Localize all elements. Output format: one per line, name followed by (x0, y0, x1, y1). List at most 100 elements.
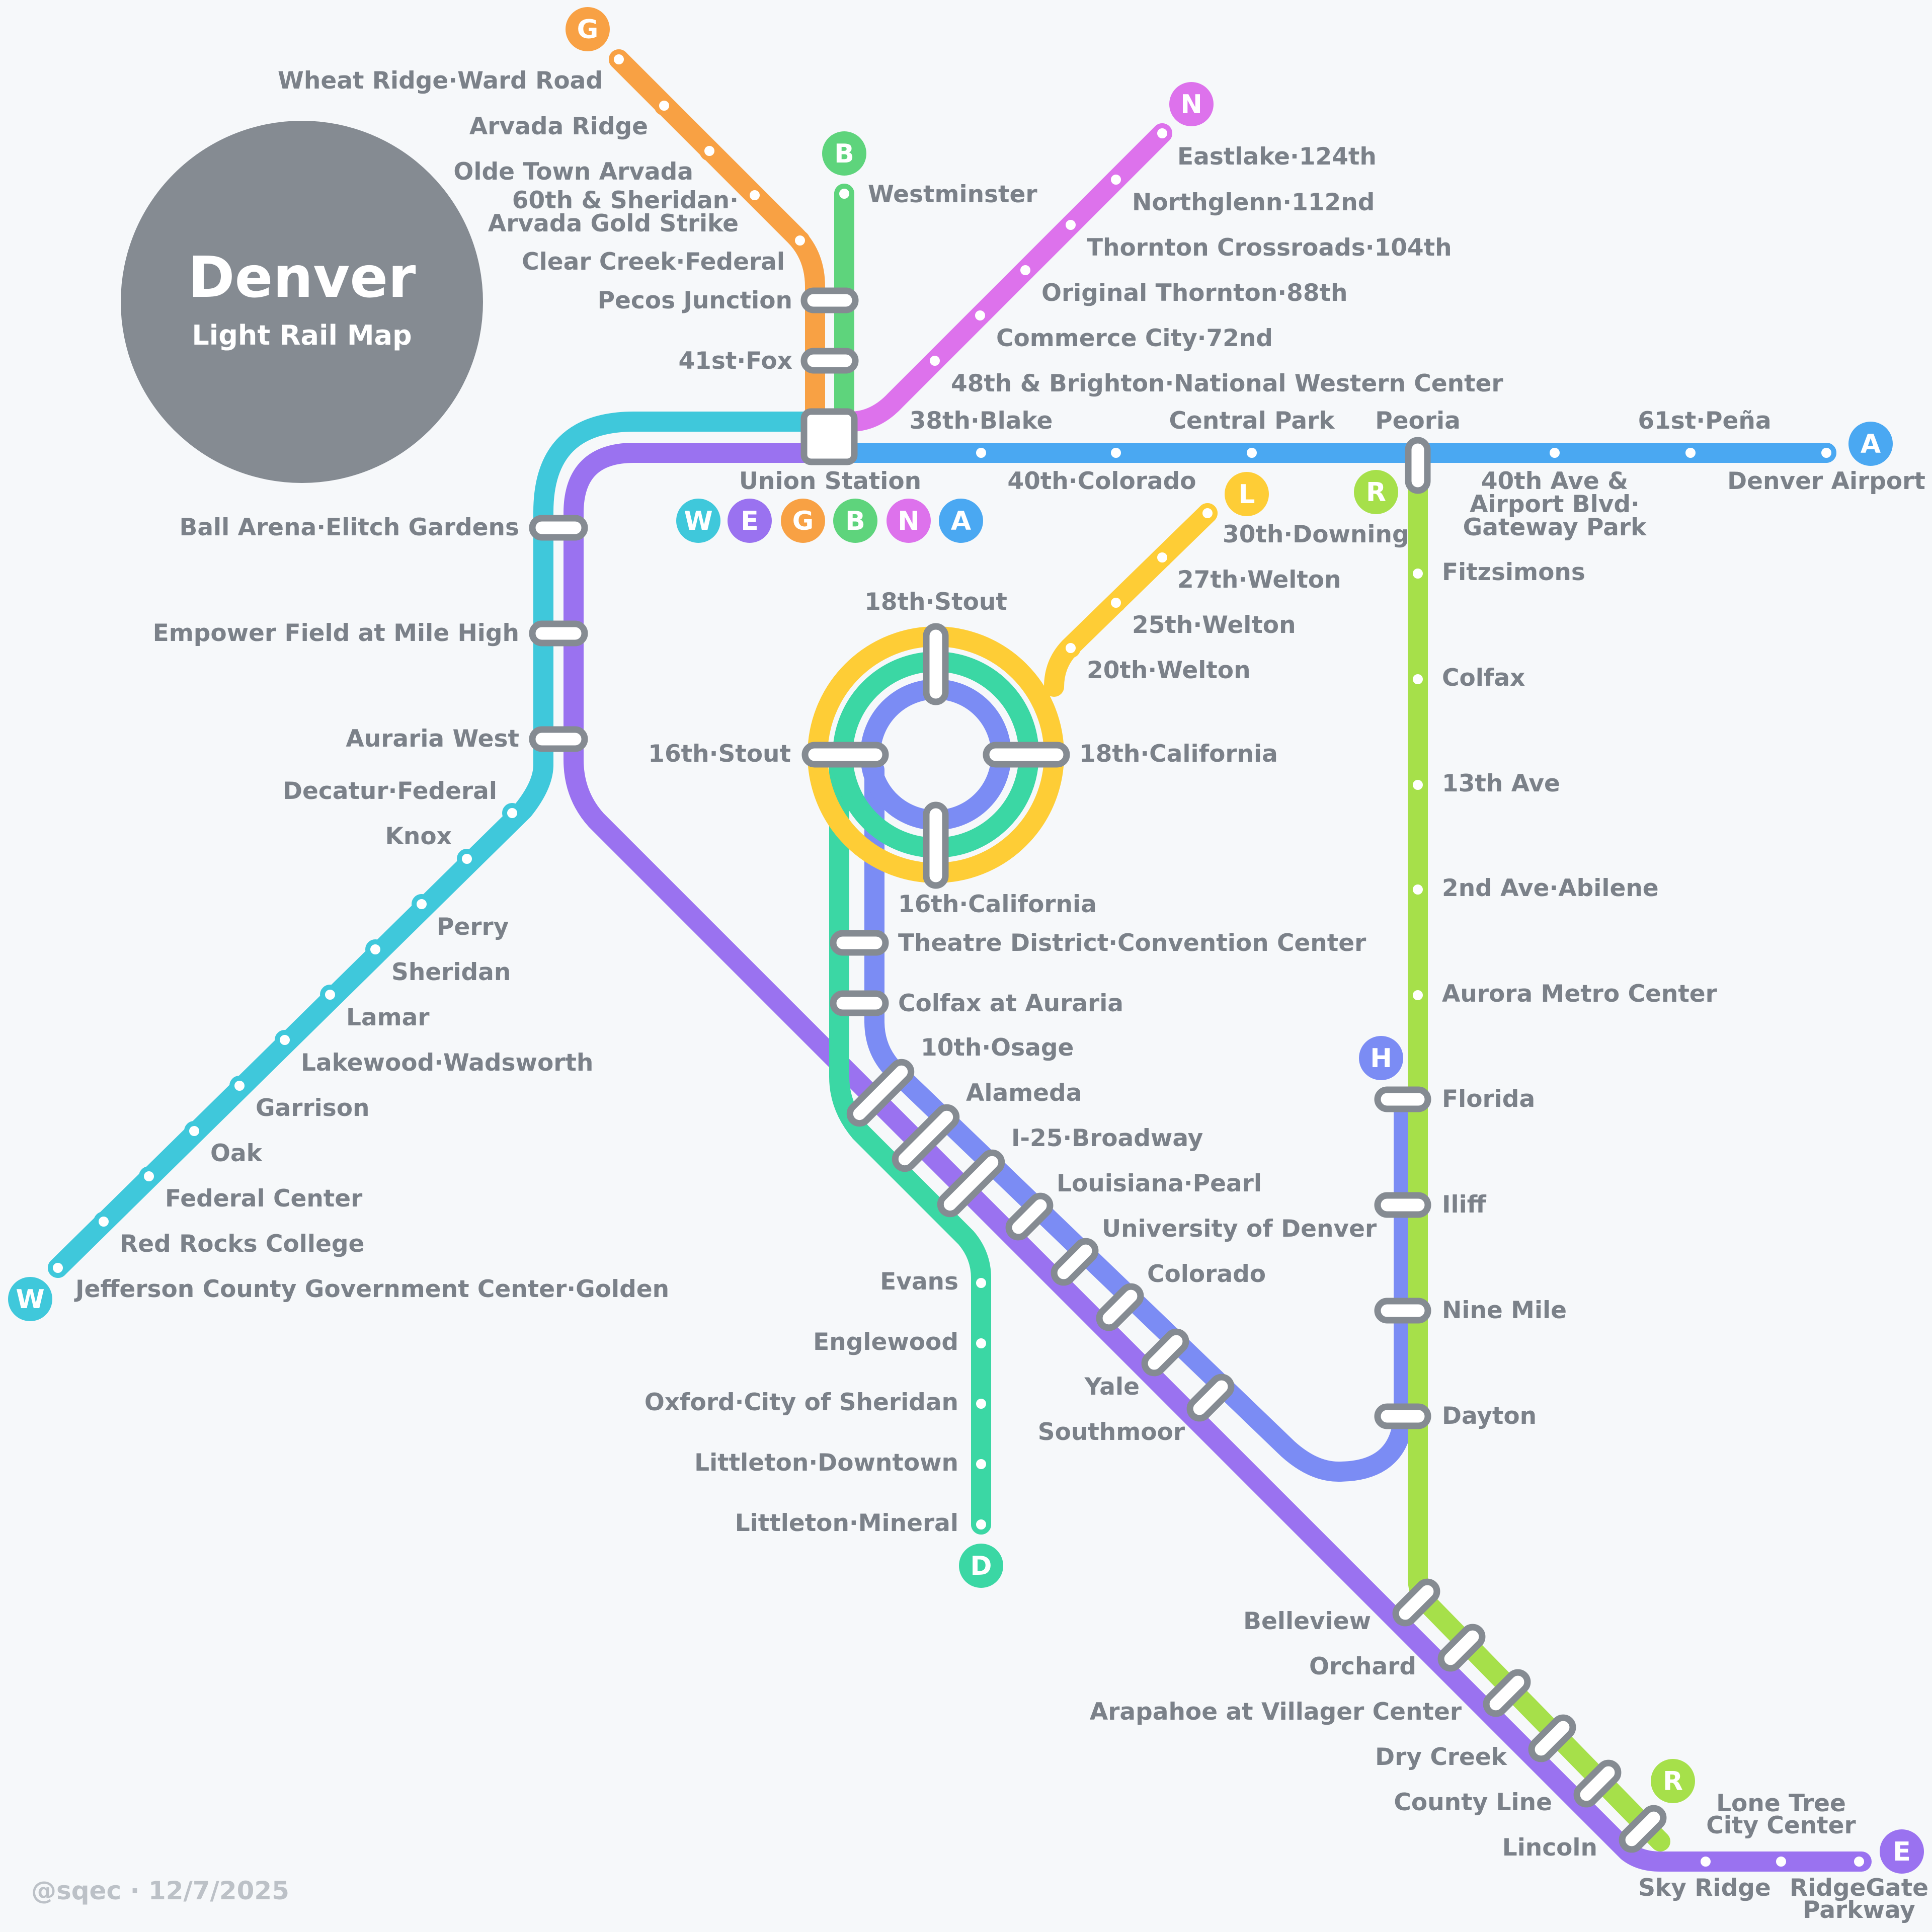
station-label[interactable]: Evans (880, 1268, 958, 1296)
station-dot[interactable] (139, 1166, 159, 1186)
station-label[interactable]: Northglenn·112nd (1132, 189, 1375, 216)
station-label[interactable]: Lakewood·Wadsworth (301, 1049, 593, 1077)
station-label[interactable]: Fitzsimons (1442, 558, 1585, 586)
station-label[interactable]: Knox (385, 823, 452, 850)
station-dot[interactable] (925, 351, 945, 371)
station-dot[interactable] (229, 1076, 250, 1096)
union-badge-A[interactable]: A (939, 499, 983, 543)
station-dot[interactable] (412, 894, 432, 914)
interchange-dry-creek[interactable] (1527, 1714, 1577, 1763)
station-dot[interactable] (1408, 669, 1428, 689)
line-badge-B[interactable]: B (822, 131, 866, 176)
line-badge-W[interactable]: W (8, 1277, 52, 1321)
interchange-peoria[interactable] (1405, 437, 1431, 494)
station-dot[interactable] (320, 985, 340, 1005)
station-label[interactable]: City Center (1706, 1812, 1856, 1839)
station-dot[interactable] (1771, 1852, 1791, 1872)
station-dot[interactable] (654, 96, 674, 116)
station-dot[interactable] (1152, 547, 1172, 568)
line-badge-D[interactable]: D (959, 1544, 1003, 1588)
interchange-union-station[interactable] (800, 408, 858, 465)
station-label[interactable]: 13th Ave (1442, 770, 1560, 797)
station-label[interactable]: Louisiana·Pearl (1057, 1170, 1262, 1197)
station-label[interactable]: 30th·Downing (1223, 521, 1409, 548)
station-label[interactable]: Ball Arena·Elitch Gardens (180, 514, 520, 541)
station-dot[interactable] (1680, 443, 1701, 463)
station-label[interactable]: 48th & Brighton·National Western Center (951, 370, 1503, 397)
station-label[interactable]: Empower Field at Mile High (153, 619, 519, 647)
interchange-dayton[interactable] (1374, 1403, 1431, 1429)
interchange-orchard[interactable] (1437, 1623, 1486, 1672)
station-label[interactable]: Oxford·City of Sheridan (645, 1389, 958, 1416)
station-label[interactable]: Southmoor (1038, 1418, 1185, 1446)
station-label[interactable]: Gateway Park (1463, 514, 1647, 541)
union-badge-N[interactable]: N (887, 499, 931, 543)
station-label[interactable]: Red Rocks College (120, 1230, 364, 1258)
union-badge-W[interactable]: W (676, 499, 720, 543)
station-label[interactable]: Arapahoe at Villager Center (1090, 1698, 1462, 1726)
station-dot[interactable] (1106, 443, 1126, 463)
station-label[interactable]: 2nd Ave·Abilene (1442, 874, 1659, 902)
station-label[interactable]: Nine Mile (1442, 1297, 1567, 1324)
station-dot[interactable] (699, 141, 719, 161)
station-label[interactable]: County Line (1394, 1789, 1552, 1816)
station-dot[interactable] (1696, 1852, 1716, 1872)
station-label[interactable]: Eastlake·124th (1177, 143, 1377, 171)
station-label[interactable]: Peoria (1375, 407, 1461, 435)
station-label[interactable]: Parkway (1803, 1896, 1915, 1924)
union-badge-B[interactable]: B (833, 499, 877, 543)
station-label[interactable]: Arvada Ridge (469, 113, 648, 140)
interchange-empower-field[interactable] (529, 620, 588, 647)
station-label[interactable]: Colfax (1442, 664, 1525, 692)
station-dot[interactable] (1106, 170, 1126, 190)
station-label[interactable]: Dayton (1442, 1402, 1537, 1430)
station-dot[interactable] (1152, 123, 1172, 143)
interchange-florida[interactable] (1374, 1086, 1431, 1112)
interchange-18th-california[interactable] (983, 742, 1070, 768)
station-label[interactable]: Alameda (966, 1079, 1082, 1107)
interchange-10th-osage[interactable] (846, 1058, 915, 1127)
station-dot[interactable] (365, 939, 385, 959)
interchange-18th-stout[interactable] (923, 623, 949, 705)
station-label[interactable]: Airport Blvd· (1470, 491, 1640, 518)
station-label[interactable]: Florida (1442, 1085, 1535, 1113)
station-dot[interactable] (971, 1333, 991, 1353)
interchange-nine-mile[interactable] (1374, 1298, 1431, 1324)
station-label[interactable]: Clear Creek·Federal (522, 248, 785, 276)
station-dot[interactable] (1408, 985, 1428, 1005)
station-dot[interactable] (1015, 260, 1035, 280)
union-badge-E[interactable]: E (728, 499, 772, 543)
station-dot[interactable] (1408, 564, 1428, 584)
line-badge-E[interactable]: E (1880, 1829, 1924, 1874)
station-label[interactable]: Decatur·Federal (283, 777, 497, 805)
station-label[interactable]: 60th & Sheridan· (512, 187, 739, 214)
station-label[interactable]: Littleton·Downtown (694, 1449, 958, 1477)
station-dot[interactable] (1408, 775, 1428, 795)
interchange-16th-california[interactable] (923, 801, 949, 889)
line-badge-N[interactable]: N (1169, 82, 1214, 126)
line-badge-H[interactable]: H (1359, 1036, 1403, 1080)
station-label[interactable]: 10th·Osage (921, 1034, 1074, 1062)
interchange-theatre-district[interactable] (830, 930, 889, 956)
station-dot[interactable] (971, 1394, 991, 1414)
interchange-iliff[interactable] (1374, 1192, 1431, 1218)
station-label[interactable]: Colorado (1147, 1260, 1266, 1288)
line-badge-R-north[interactable]: R (1354, 470, 1398, 514)
station-dot[interactable] (834, 184, 854, 204)
station-dot[interactable] (971, 1454, 991, 1474)
station-label[interactable]: Garrison (256, 1094, 370, 1122)
station-label[interactable]: Olde Town Arvada (453, 158, 693, 186)
station-label[interactable]: Oak (210, 1140, 263, 1167)
station-dot[interactable] (48, 1258, 68, 1278)
line-badge-G[interactable]: G (566, 7, 610, 51)
station-label[interactable]: Denver Airport (1727, 467, 1925, 495)
station-label[interactable]: Federal Center (165, 1185, 363, 1213)
station-label[interactable]: Union Station (739, 467, 921, 495)
station-label[interactable]: 16th·Stout (648, 740, 791, 768)
station-label[interactable]: 16th·California (898, 891, 1097, 918)
station-label[interactable]: 40th·Colorado (1007, 467, 1196, 495)
station-label[interactable]: 40th Ave & (1481, 467, 1628, 495)
interchange-county-line[interactable] (1573, 1759, 1622, 1808)
interchange-auraria-west[interactable] (529, 726, 588, 752)
station-label[interactable]: Lamar (346, 1004, 430, 1031)
